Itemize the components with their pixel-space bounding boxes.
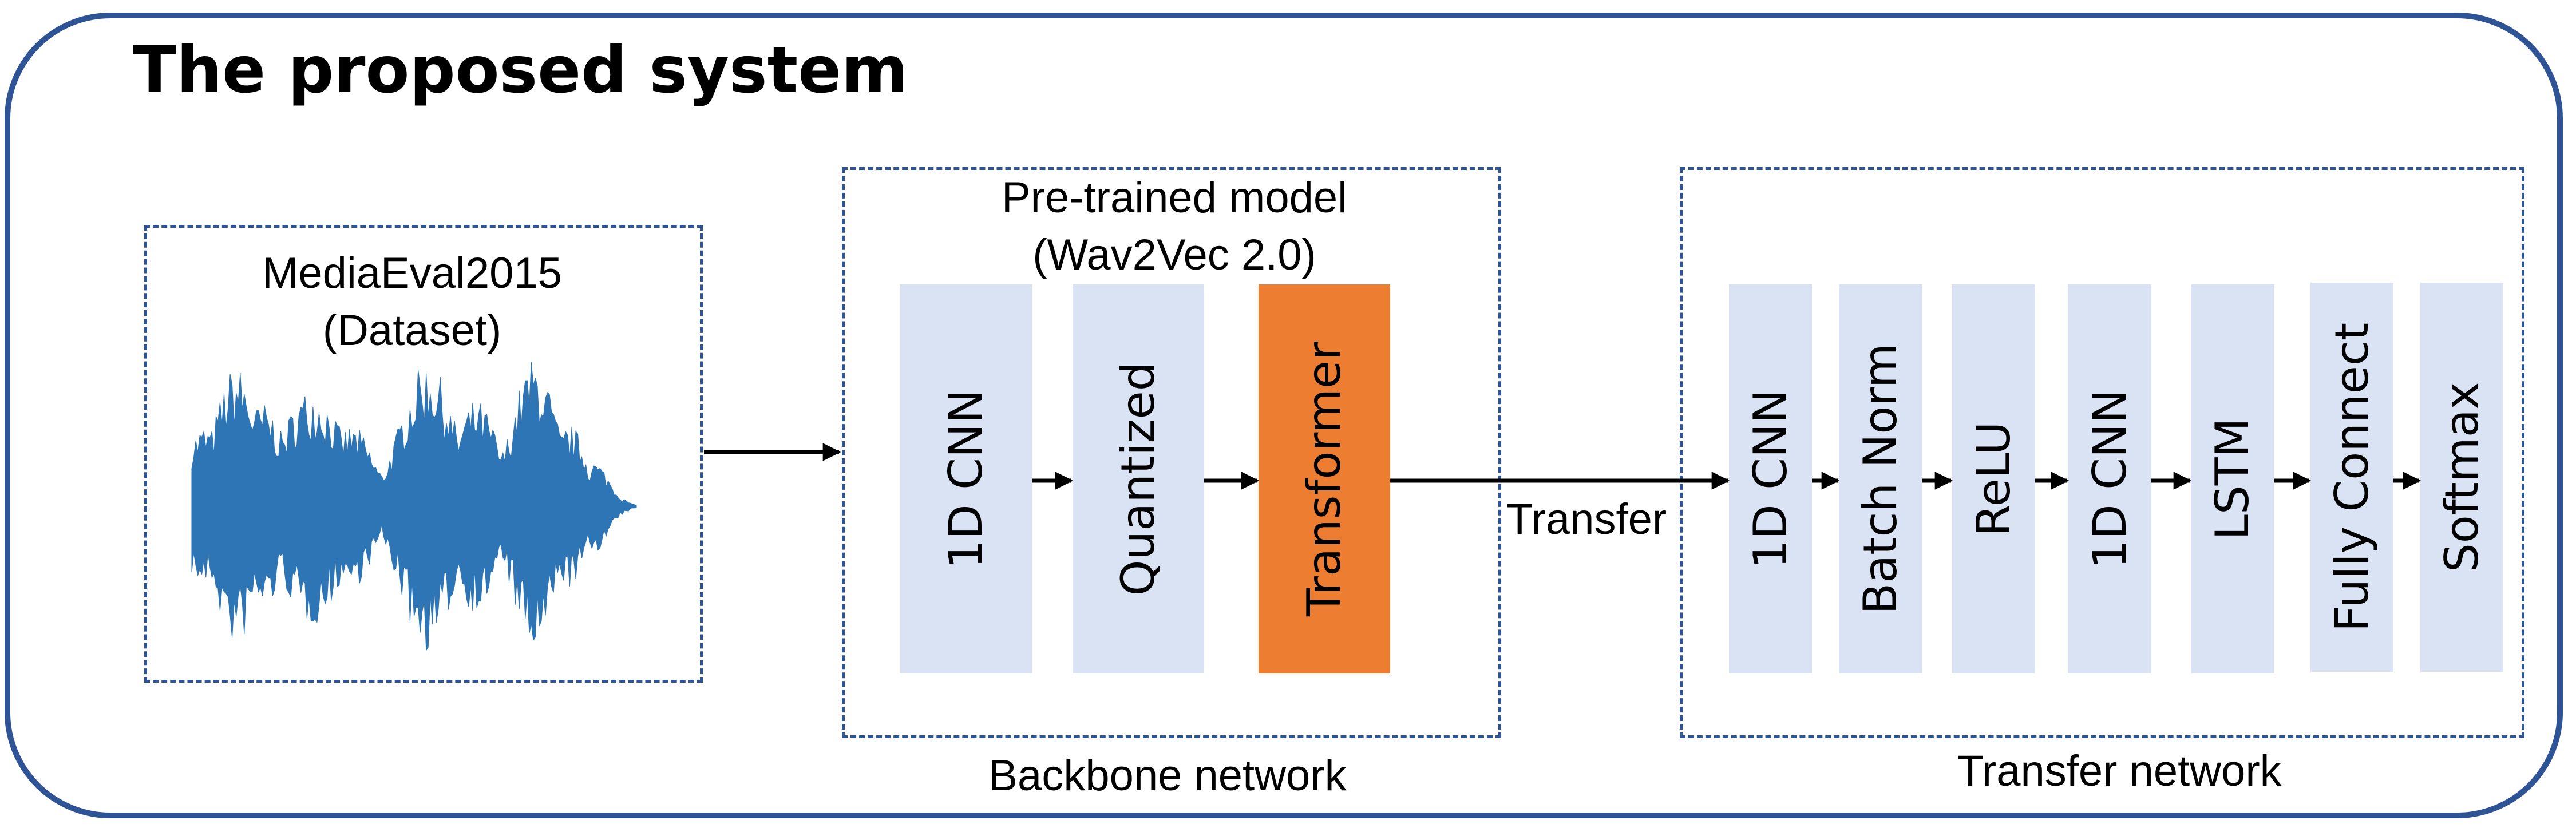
transfer-panel	[1680, 167, 2524, 738]
block-label: 1D CNN	[2083, 389, 2136, 569]
backbone-block-1d-cnn: 1D CNN	[900, 284, 1032, 673]
transfer-block-fully-connect: Fully Connect	[2310, 283, 2393, 672]
dataset-name: MediaEval2015	[262, 249, 562, 298]
diagram-title: The proposed system	[133, 33, 908, 108]
backbone-block-quantized: Quantized	[1073, 284, 1204, 673]
transfer-block-relu: ReLU	[1952, 284, 2035, 673]
block-label: 1D CNN	[939, 389, 992, 569]
transfer-block-lstm: LSTM	[2191, 284, 2274, 673]
transfer-block-1d-cnn-2: 1D CNN	[2068, 284, 2151, 673]
model-name: Pre-trained model	[1001, 173, 1348, 222]
model-variant: (Wav2Vec 2.0)	[1032, 231, 1316, 279]
block-label: 1D CNN	[1743, 389, 1797, 569]
transfer-caption: Transfer network	[1957, 747, 2282, 795]
block-label: Quantized	[1111, 362, 1165, 596]
backbone-caption: Backbone network	[988, 751, 1347, 800]
block-label: Transformer	[1297, 341, 1351, 617]
system-frame	[5, 13, 2563, 818]
transfer-block-batch-norm: Batch Norm	[1839, 284, 1922, 673]
block-label: Batch Norm	[1853, 343, 1907, 615]
transfer-block-softmax: Softmax	[2420, 283, 2503, 672]
transfer-block-1d-cnn: 1D CNN	[1729, 284, 1812, 673]
dataset-panel	[144, 225, 703, 683]
transfer-label: Transfer	[1506, 495, 1667, 544]
backbone-panel	[842, 167, 1501, 738]
backbone-block-transformer: Transformer	[1259, 284, 1390, 673]
block-label: Softmax	[2435, 382, 2488, 573]
block-label: ReLU	[1966, 421, 2020, 537]
block-label: LSTM	[2205, 418, 2259, 540]
block-label: Fully Connect	[2325, 322, 2379, 632]
dataset-tag: (Dataset)	[322, 306, 502, 355]
